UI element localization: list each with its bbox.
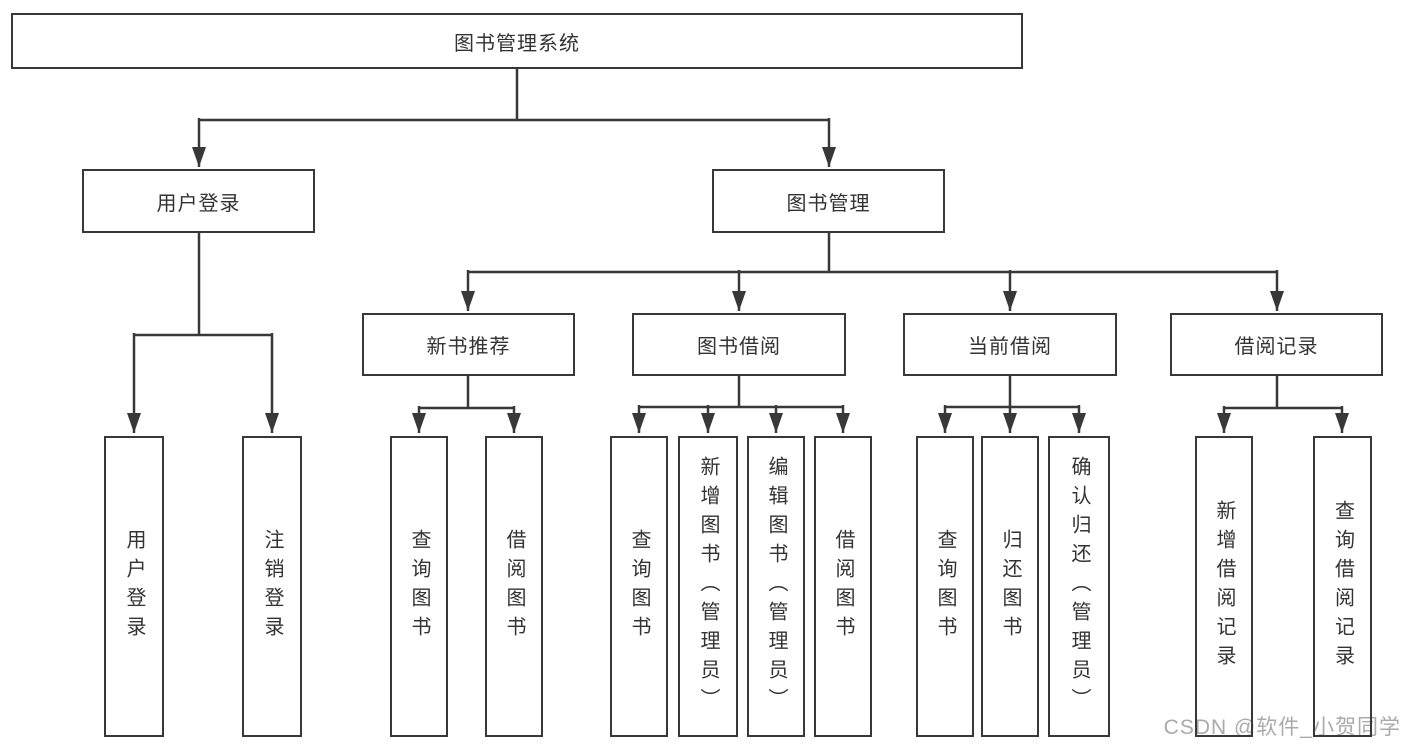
- leaf-add-borrow-record: 新增借阅记录: [1195, 436, 1253, 737]
- node-book-management-label: 图书管理: [786, 192, 871, 215]
- connector-userlogin-group: [133, 233, 273, 337]
- node-new-book-recommend: 新书推荐: [362, 313, 575, 376]
- leaf-borrow-book-1-label: 借阅图书: [503, 528, 525, 645]
- leaf-query-book-2: 查询图书: [610, 436, 668, 737]
- connector-bookmgmt-to-level3: [467, 233, 1278, 274]
- node-root: 图书管理系统: [11, 13, 1023, 69]
- node-new-book-recommend-label: 新书推荐: [426, 336, 511, 358]
- connector-current-group: [944, 376, 1080, 409]
- leaf-borrow-book-2-label: 借阅图书: [832, 528, 854, 645]
- leaf-confirm-return-admin: 确认归还（管理员）: [1048, 436, 1110, 737]
- leaf-query-borrow-record: 查询借阅记录: [1313, 436, 1372, 737]
- connector-borrow-group: [638, 376, 844, 409]
- csdn-watermark: CSDN @软件_小贺同学: [1163, 716, 1401, 739]
- leaf-query-book-3-label: 查询图书: [934, 528, 956, 645]
- leaf-user-login: 用户登录: [104, 436, 164, 737]
- connector-root-to-level2: [198, 69, 830, 122]
- leaf-logout: 注销登录: [242, 436, 302, 737]
- node-current-borrow: 当前借阅: [903, 313, 1117, 376]
- leaf-return-book: 归还图书: [981, 436, 1039, 737]
- leaf-query-book-3: 查询图书: [916, 436, 974, 737]
- connector-newbook-group: [418, 376, 515, 410]
- leaf-add-book-admin-label: 新增图书（管理员）: [697, 456, 719, 717]
- leaf-return-book-label: 归还图书: [999, 528, 1021, 645]
- node-borrow-records-label: 借阅记录: [1234, 336, 1319, 358]
- leaf-user-login-label: 用户登录: [123, 528, 145, 645]
- leaf-query-book-1-label: 查询图书: [408, 528, 430, 645]
- leaf-query-book-2-label: 查询图书: [628, 528, 650, 645]
- leaf-query-book-1: 查询图书: [390, 436, 448, 737]
- leaf-confirm-return-admin-label: 确认归还（管理员）: [1068, 456, 1090, 717]
- node-book-borrow: 图书借阅: [632, 313, 846, 376]
- node-book-management: 图书管理: [712, 169, 945, 233]
- leaf-borrow-book-1: 借阅图书: [485, 436, 543, 737]
- node-current-borrow-label: 当前借阅: [968, 336, 1052, 358]
- node-book-borrow-label: 图书借阅: [697, 336, 781, 358]
- leaf-edit-book-admin: 编辑图书（管理员）: [747, 436, 805, 737]
- node-user-login-label: 用户登录: [156, 192, 241, 215]
- leaf-add-book-admin: 新增图书（管理员）: [678, 436, 738, 737]
- node-borrow-records: 借阅记录: [1170, 313, 1383, 376]
- leaf-add-borrow-record-label: 新增借阅记录: [1213, 499, 1235, 674]
- leaf-query-borrow-record-label: 查询借阅记录: [1331, 499, 1354, 674]
- connector-records-group: [1223, 376, 1343, 410]
- node-user-login: 用户登录: [82, 169, 315, 233]
- node-root-label: 图书管理系统: [454, 32, 580, 55]
- leaf-edit-book-admin-label: 编辑图书（管理员）: [765, 456, 787, 717]
- leaf-borrow-book-2: 借阅图书: [814, 436, 872, 737]
- leaf-logout-label: 注销登录: [261, 528, 283, 645]
